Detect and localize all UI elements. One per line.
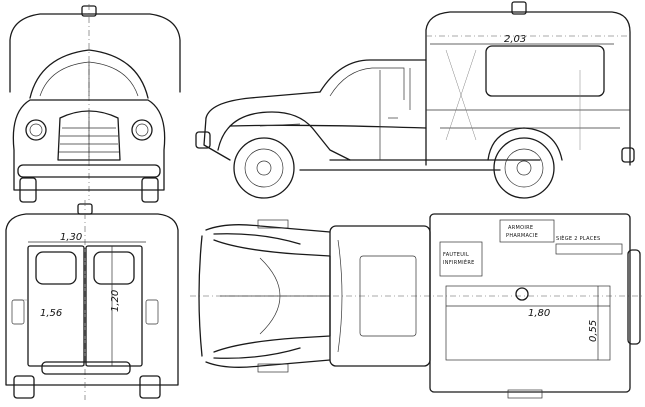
box-window [485, 45, 605, 97]
headlight-right [131, 119, 153, 141]
rear-door-right [85, 245, 143, 367]
rear-wheel [493, 137, 555, 199]
svg-text:1,56: 1,56 [40, 308, 62, 319]
svg-text:PHARMACIE: PHARMACIE [506, 233, 538, 239]
svg-text:0,55: 0,55 [588, 320, 599, 342]
fauteuil-infirmiere [439, 241, 483, 277]
rear-door-left [27, 245, 85, 367]
svg-text:INFIRMIÈRE: INFIRMIÈRE [443, 258, 475, 266]
svg-text:SIÈGE 2 PLACES: SIÈGE 2 PLACES [556, 234, 600, 242]
svg-text:ARMOIRE: ARMOIRE [508, 225, 533, 231]
top-view: ARMOIRE PHARMACIE SIÈGE 2 PLACES FAUTEUI… [190, 213, 642, 399]
svg-text:2,03: 2,03 [504, 34, 526, 45]
side-view: 2,03 [195, 1, 635, 199]
roof-light-top [515, 287, 529, 301]
box-top [429, 213, 631, 393]
stretcher [445, 285, 611, 361]
front-wheel [233, 137, 295, 199]
svg-text:1,30: 1,30 [60, 232, 82, 243]
headlight-left [25, 119, 47, 141]
svg-text:1,20: 1,20 [110, 290, 121, 312]
grille [57, 110, 121, 161]
armoire-pharmacie [499, 219, 555, 243]
rear-bumper [41, 361, 131, 375]
front-view [9, 4, 181, 203]
rear-view: 1,30 1,20 1,56 [5, 200, 179, 400]
svg-text:1,80: 1,80 [528, 308, 550, 319]
front-bumper [17, 164, 161, 178]
roof-light [511, 1, 527, 15]
svg-text:FAUTEUIL: FAUTEUIL [443, 252, 469, 258]
